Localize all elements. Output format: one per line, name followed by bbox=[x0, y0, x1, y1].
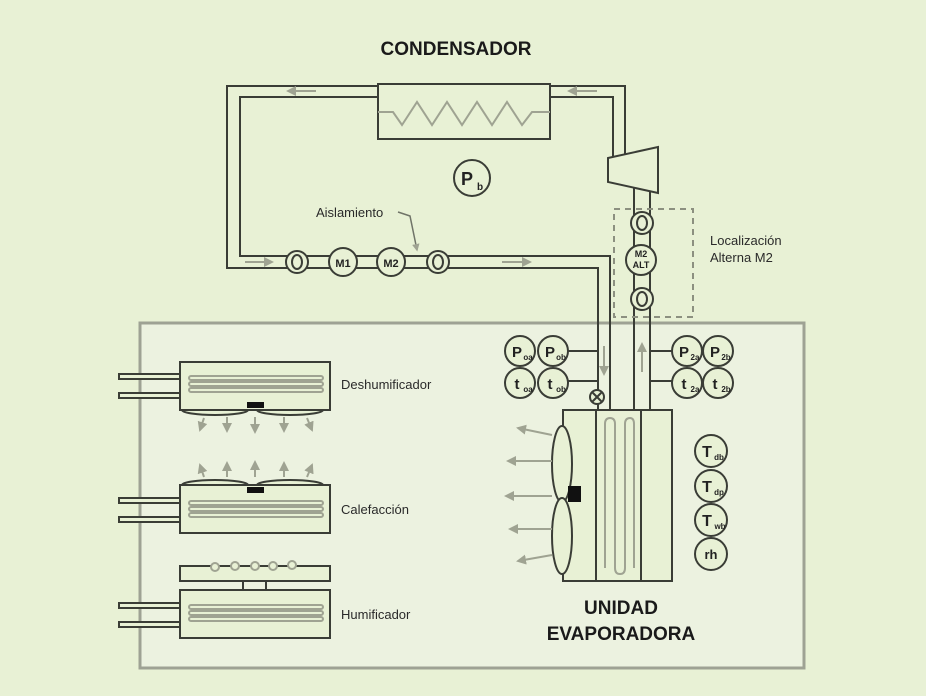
svg-text:T: T bbox=[702, 444, 712, 461]
twb-gauge: T wb bbox=[694, 503, 728, 537]
m2-meter: M2 bbox=[376, 247, 406, 277]
sight-glass-3 bbox=[630, 211, 654, 235]
svg-text:db: db bbox=[714, 453, 724, 462]
svg-text:dp: dp bbox=[714, 488, 724, 497]
compressor-icon bbox=[607, 145, 659, 195]
pb-gauge: P b bbox=[453, 159, 491, 197]
evaporator-unit bbox=[551, 409, 673, 582]
alt-location-label-1: Localización bbox=[710, 233, 782, 248]
toa-gauge: t oa bbox=[504, 367, 536, 399]
air-arrow bbox=[304, 463, 314, 478]
p2a-gauge: P 2a bbox=[671, 335, 703, 367]
svg-text:b: b bbox=[477, 182, 483, 193]
svg-text:2a: 2a bbox=[691, 353, 700, 362]
svg-text:rh: rh bbox=[705, 547, 718, 562]
t2a-gauge: t 2a bbox=[671, 367, 703, 399]
evaporator-title-1: UNIDAD bbox=[584, 598, 658, 619]
air-arrow bbox=[197, 417, 208, 432]
heating-unit bbox=[118, 479, 331, 534]
tdb-gauge: T db bbox=[694, 434, 728, 468]
humidifier-label: Humificador bbox=[341, 607, 411, 622]
svg-text:2b: 2b bbox=[721, 385, 730, 394]
tdp-gauge: T dp bbox=[694, 469, 728, 503]
svg-text:M2: M2 bbox=[383, 258, 398, 270]
alt-m2-box bbox=[613, 208, 694, 318]
rh-gauge: rh bbox=[694, 537, 728, 571]
evaporator-title-2: EVAPORADORA bbox=[547, 624, 696, 645]
sight-glass-2 bbox=[426, 250, 450, 274]
air-arrow bbox=[304, 417, 314, 432]
heating-label: Calefacción bbox=[341, 502, 409, 517]
svg-text:P: P bbox=[512, 344, 522, 361]
m1-meter: M1 bbox=[328, 247, 358, 277]
svg-text:ob: ob bbox=[556, 385, 566, 394]
svg-text:P: P bbox=[679, 344, 689, 361]
pob-gauge: P ob bbox=[537, 335, 569, 367]
m2-alt-meter: M2 ALT bbox=[625, 244, 657, 276]
liquid-line bbox=[226, 85, 611, 410]
svg-text:2b: 2b bbox=[721, 353, 730, 362]
svg-text:M1: M1 bbox=[335, 258, 350, 270]
dehumidifier-label: Deshumificador bbox=[341, 377, 432, 392]
svg-text:P: P bbox=[545, 344, 555, 361]
sight-glass-4 bbox=[630, 287, 654, 311]
svg-text:2a: 2a bbox=[691, 385, 700, 394]
condenser-title: CONDENSADOR bbox=[381, 39, 532, 60]
svg-text:P: P bbox=[461, 169, 473, 189]
condenser-zigzag bbox=[378, 100, 550, 127]
svg-text:T: T bbox=[702, 479, 712, 496]
svg-text:T: T bbox=[702, 513, 712, 530]
air-arrow bbox=[197, 463, 208, 478]
poa-gauge: P oa bbox=[504, 335, 536, 367]
svg-text:wb: wb bbox=[713, 522, 725, 531]
insulation-arrow bbox=[397, 211, 420, 252]
svg-text:t: t bbox=[515, 376, 520, 393]
t2b-gauge: t 2b bbox=[702, 367, 734, 399]
svg-text:ob: ob bbox=[556, 353, 566, 362]
sight-glass-1 bbox=[285, 250, 309, 274]
svg-text:oa: oa bbox=[523, 353, 533, 362]
svg-text:t: t bbox=[548, 376, 553, 393]
svg-text:M2: M2 bbox=[635, 249, 648, 259]
svg-text:oa: oa bbox=[523, 385, 533, 394]
svg-text:ALT: ALT bbox=[633, 260, 650, 270]
tob-gauge: t ob bbox=[537, 367, 569, 399]
insulation-label: Aislamiento bbox=[316, 205, 383, 220]
svg-text:P: P bbox=[710, 344, 720, 361]
p2b-gauge: P 2b bbox=[702, 335, 734, 367]
evaporator-control-box bbox=[568, 486, 581, 502]
expansion-valve-icon bbox=[589, 389, 605, 405]
alt-location-label-2: Alterna M2 bbox=[710, 250, 773, 265]
humidifier-unit bbox=[118, 560, 331, 639]
condenser-coil bbox=[377, 83, 551, 140]
air-arrow bbox=[516, 424, 553, 436]
svg-text:t: t bbox=[713, 376, 718, 393]
svg-text:t: t bbox=[682, 376, 687, 393]
air-arrow bbox=[516, 554, 553, 565]
dehumidifier-unit bbox=[118, 361, 331, 416]
